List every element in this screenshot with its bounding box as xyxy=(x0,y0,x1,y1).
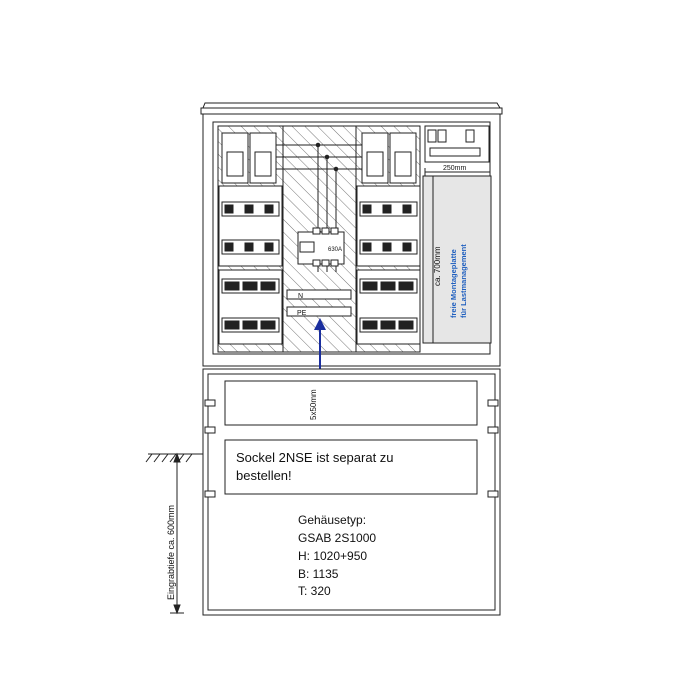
side-panel-label-line1: freie Montageplatte xyxy=(449,249,458,318)
base-upper-panel xyxy=(224,380,478,426)
depth-dimension-label: Eingrabtiefe ca. 600mm xyxy=(166,505,176,600)
base-note-line1: Sockel 2NSE ist separat zu xyxy=(236,450,394,465)
enclosure-roof xyxy=(202,102,501,109)
right-equipment-column xyxy=(356,132,421,345)
enclosure-roof-lip xyxy=(200,107,503,115)
breaker-rating-label: 630A xyxy=(328,247,342,253)
specs-block: Gehäusetyp: GSAB 2S1000 H: 1020+950 B: 1… xyxy=(298,513,376,598)
spec-width: B: 1135 xyxy=(298,567,339,581)
base-note-line2: bestellen! xyxy=(236,468,292,483)
busbar-dimension-label: 5x50mm xyxy=(309,389,318,420)
base-note-panel xyxy=(224,439,478,495)
meter-left-2 xyxy=(249,132,277,184)
free-mounting-plate xyxy=(422,175,492,344)
width-dimension-label: 250mm xyxy=(443,165,467,172)
side-panel xyxy=(422,125,492,344)
neutral-busbar xyxy=(286,289,352,300)
spec-depth: T: 320 xyxy=(298,584,331,598)
side-panel-label-line2: für Lastmanagement xyxy=(459,244,468,318)
spec-model: GSAB 2S1000 xyxy=(298,531,376,545)
spec-height: H: 1020+950 xyxy=(298,549,367,563)
ground-indicator xyxy=(145,452,203,615)
neutral-bar-label: N xyxy=(298,293,303,300)
pe-bar-label: PE xyxy=(297,310,307,317)
height-dimension-label: ca. 700mm xyxy=(433,246,442,286)
base-plinth xyxy=(202,368,501,616)
left-equipment-column xyxy=(218,132,283,345)
pe-busbar xyxy=(286,306,352,317)
center-distribution xyxy=(276,142,362,317)
spec-title: Gehäusetyp: xyxy=(298,513,366,527)
